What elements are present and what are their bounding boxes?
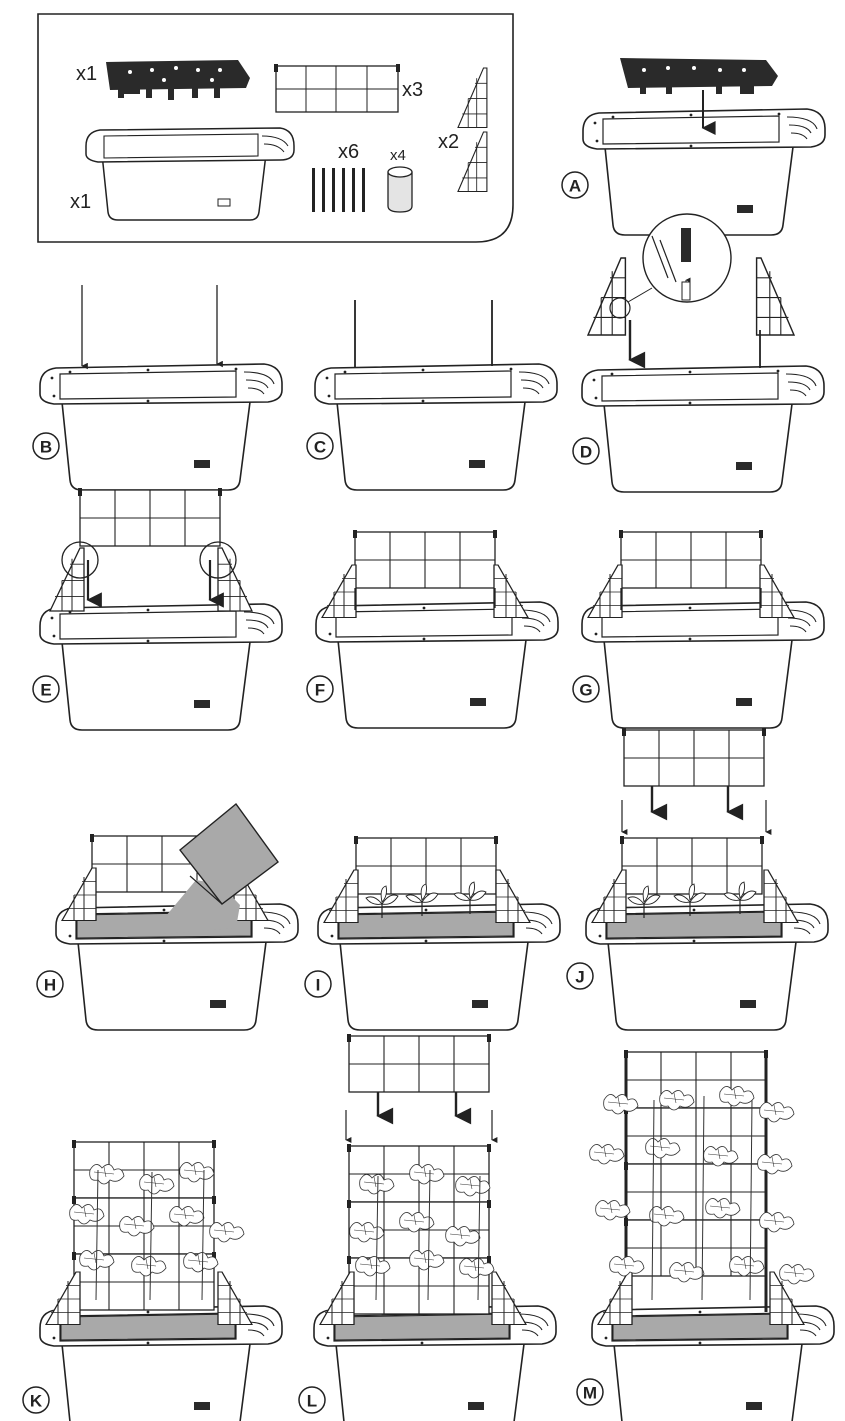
step-j-badge: J <box>566 962 594 990</box>
svg-text:F: F <box>315 681 325 700</box>
svg-text:B: B <box>40 438 52 457</box>
trellis-panel-part <box>274 64 400 113</box>
step-i-badge: I <box>304 970 332 998</box>
container-part <box>85 127 295 221</box>
step-f <box>315 529 559 729</box>
step-a <box>582 58 826 236</box>
container-quantity: x1 <box>70 191 91 213</box>
step-e <box>39 487 283 731</box>
svg-text:G: G <box>579 681 592 700</box>
connector-part <box>387 166 413 213</box>
step-k-badge: K <box>22 1386 50 1414</box>
step-j <box>586 727 828 1030</box>
parts-panel: x1 x1 x3 x2 x6 <box>37 13 514 243</box>
trellis-panel-quantity: x3 <box>402 79 423 101</box>
step-a-badge: A <box>561 171 589 199</box>
svg-text:J: J <box>575 968 584 987</box>
svg-text:A: A <box>569 177 581 196</box>
svg-text:M: M <box>583 1384 597 1403</box>
tray-quantity: x1 <box>76 63 97 85</box>
step-c-badge: C <box>306 432 334 460</box>
step-l-badge: L <box>298 1386 326 1414</box>
connector-quantity: x4 <box>390 147 406 164</box>
step-i <box>318 835 560 1030</box>
step-l <box>314 1033 556 1421</box>
step-d-badge: D <box>572 437 600 465</box>
step-g-badge: G <box>572 675 600 703</box>
svg-text:I: I <box>316 976 321 995</box>
svg-text:D: D <box>580 443 592 462</box>
step-d <box>581 213 825 493</box>
step-m <box>589 1049 834 1421</box>
step-m-badge: M <box>576 1378 604 1406</box>
step-e-badge: E <box>32 675 60 703</box>
step-h-badge: H <box>36 970 64 998</box>
step-c <box>314 300 558 491</box>
step-g <box>581 529 825 729</box>
step-f-badge: F <box>306 675 334 703</box>
side-panel-quantity: x2 <box>438 131 459 153</box>
svg-text:K: K <box>30 1392 43 1411</box>
step-b-badge: B <box>32 432 60 460</box>
stake-quantity: x6 <box>338 141 359 163</box>
tray-part <box>106 60 250 100</box>
svg-text:H: H <box>44 976 56 995</box>
step-h <box>56 802 298 1030</box>
svg-text:E: E <box>40 681 51 700</box>
svg-text:L: L <box>307 1392 317 1411</box>
step-b <box>39 285 283 491</box>
step-k <box>40 1139 282 1421</box>
svg-text:C: C <box>314 438 326 457</box>
stake-part <box>312 168 365 212</box>
